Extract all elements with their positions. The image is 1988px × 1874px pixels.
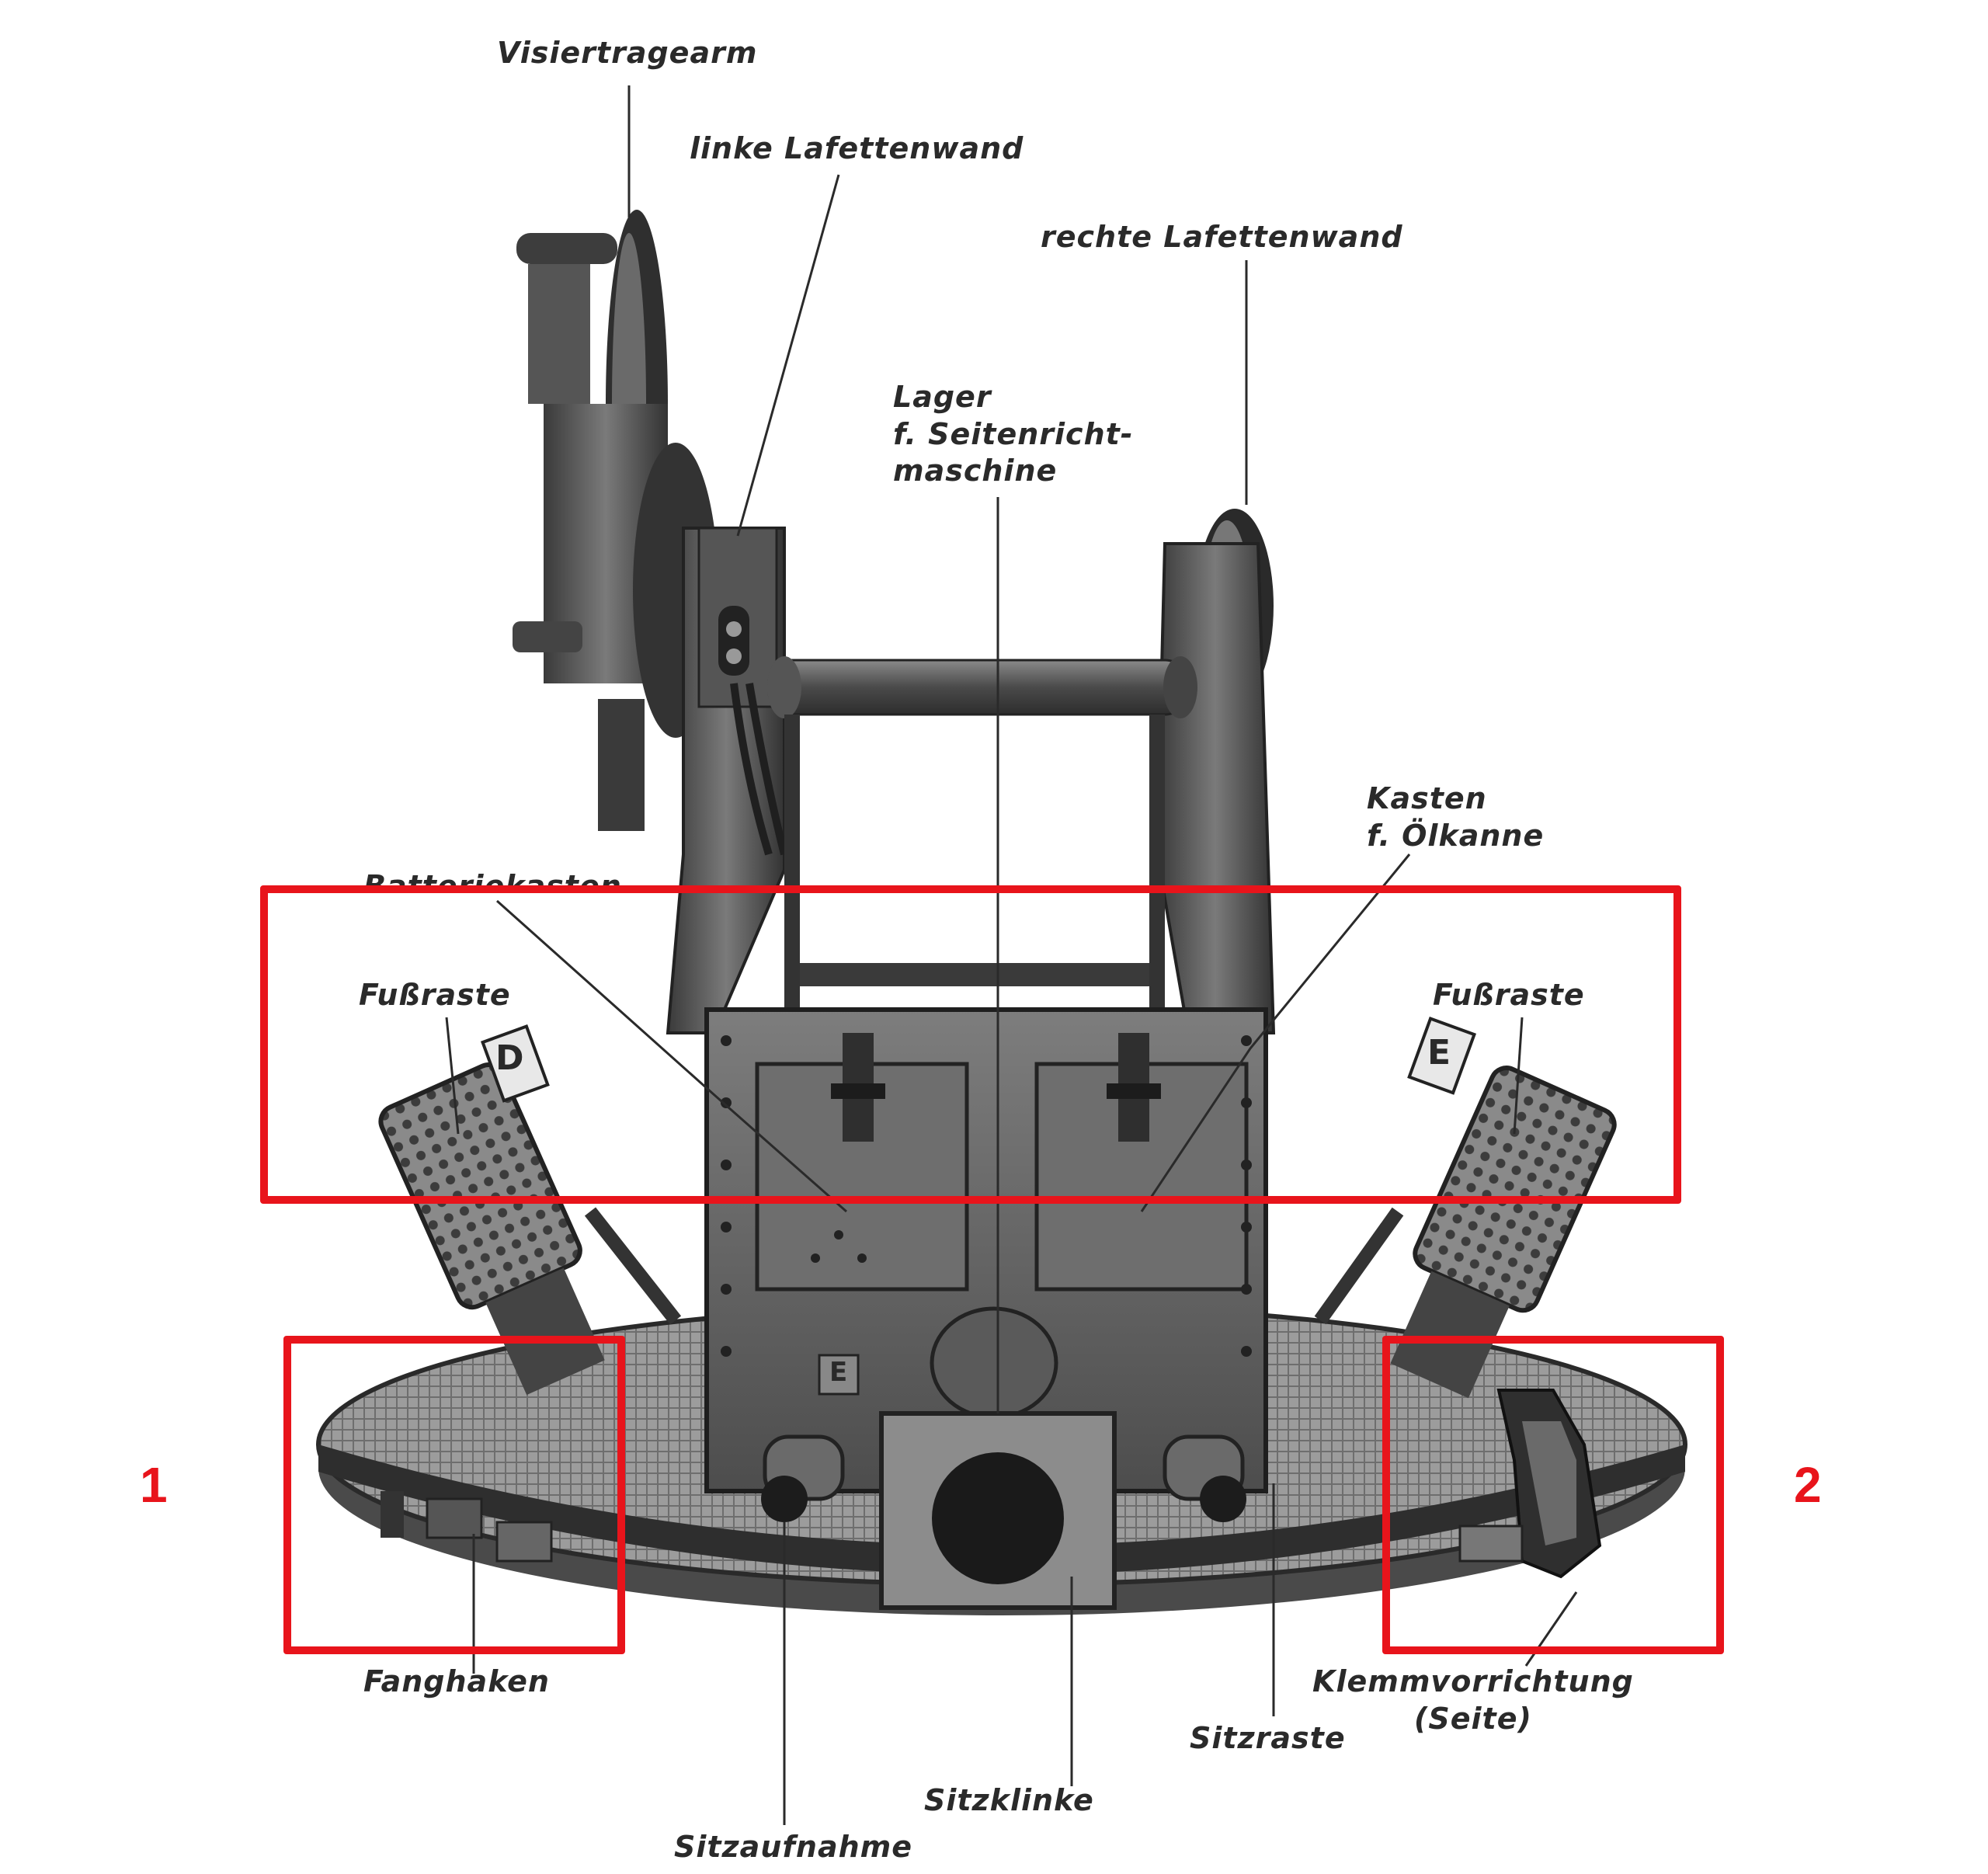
label-kasten: Kasten f. Ölkanne — [1367, 781, 1544, 854]
label-lager-line1: Lager — [893, 380, 992, 414]
plate-letter: E — [829, 1357, 849, 1388]
label-fanghaken: Fanghaken — [363, 1664, 550, 1698]
cross-tube — [767, 656, 1197, 718]
pedal-left-letter: D — [495, 1038, 525, 1078]
label-lager: Lager f. Seitenricht- maschine — [893, 379, 1134, 490]
label-kasten-line1: Kasten — [1367, 781, 1487, 815]
label-visiertragearm: Visiertragearm — [497, 36, 758, 70]
label-fussraste-right: Fußraste — [1433, 978, 1585, 1012]
label-batteriekasten: Batteriekasten — [363, 869, 622, 903]
label-sitzklinke: Sitzklinke — [924, 1783, 1094, 1817]
label-linke-lafettenwand: linke Lafettenwand — [690, 131, 1024, 165]
highlight-number-left: 1 — [140, 1457, 168, 1513]
label-klemm-line1: Klemmvorrichtung — [1312, 1664, 1634, 1698]
highlight-box-left — [283, 1336, 625, 1654]
catch-hook — [381, 1491, 553, 1563]
highlight-box-top — [260, 885, 1681, 1204]
label-lager-line2: f. Seitenricht- — [893, 416, 1134, 451]
leader-lines — [445, 85, 1578, 1825]
label-klemmvorrichtung: Klemmvorrichtung (Seite) — [1312, 1664, 1634, 1737]
frame-opening — [784, 714, 1165, 1010]
label-klemm-line2: (Seite) — [1414, 1701, 1532, 1736]
highlight-box-right — [1382, 1336, 1724, 1654]
left-carriage-wall — [666, 527, 788, 1034]
label-kasten-line2: f. Ölkanne — [1367, 818, 1545, 853]
label-rechte-lafettenwand: rechte Lafettenwand — [1041, 220, 1403, 254]
label-lager-line3: maschine — [893, 454, 1058, 488]
label-sitzaufnahme: Sitzaufnahme — [674, 1830, 913, 1864]
label-fussraste-left: Fußraste — [359, 978, 511, 1012]
seat-receivers — [761, 1434, 1246, 1522]
right-foot-rest — [1314, 1016, 1617, 1399]
clamp-device — [1458, 1389, 1602, 1579]
left-foot-rest — [378, 1024, 682, 1396]
sight-arm — [513, 210, 718, 831]
seat-latch — [879, 1306, 1117, 1610]
pedal-right-letter: E — [1427, 1033, 1452, 1073]
label-sitzraste: Sitzraste — [1190, 1721, 1346, 1755]
highlight-number-right: 2 — [1794, 1457, 1822, 1513]
